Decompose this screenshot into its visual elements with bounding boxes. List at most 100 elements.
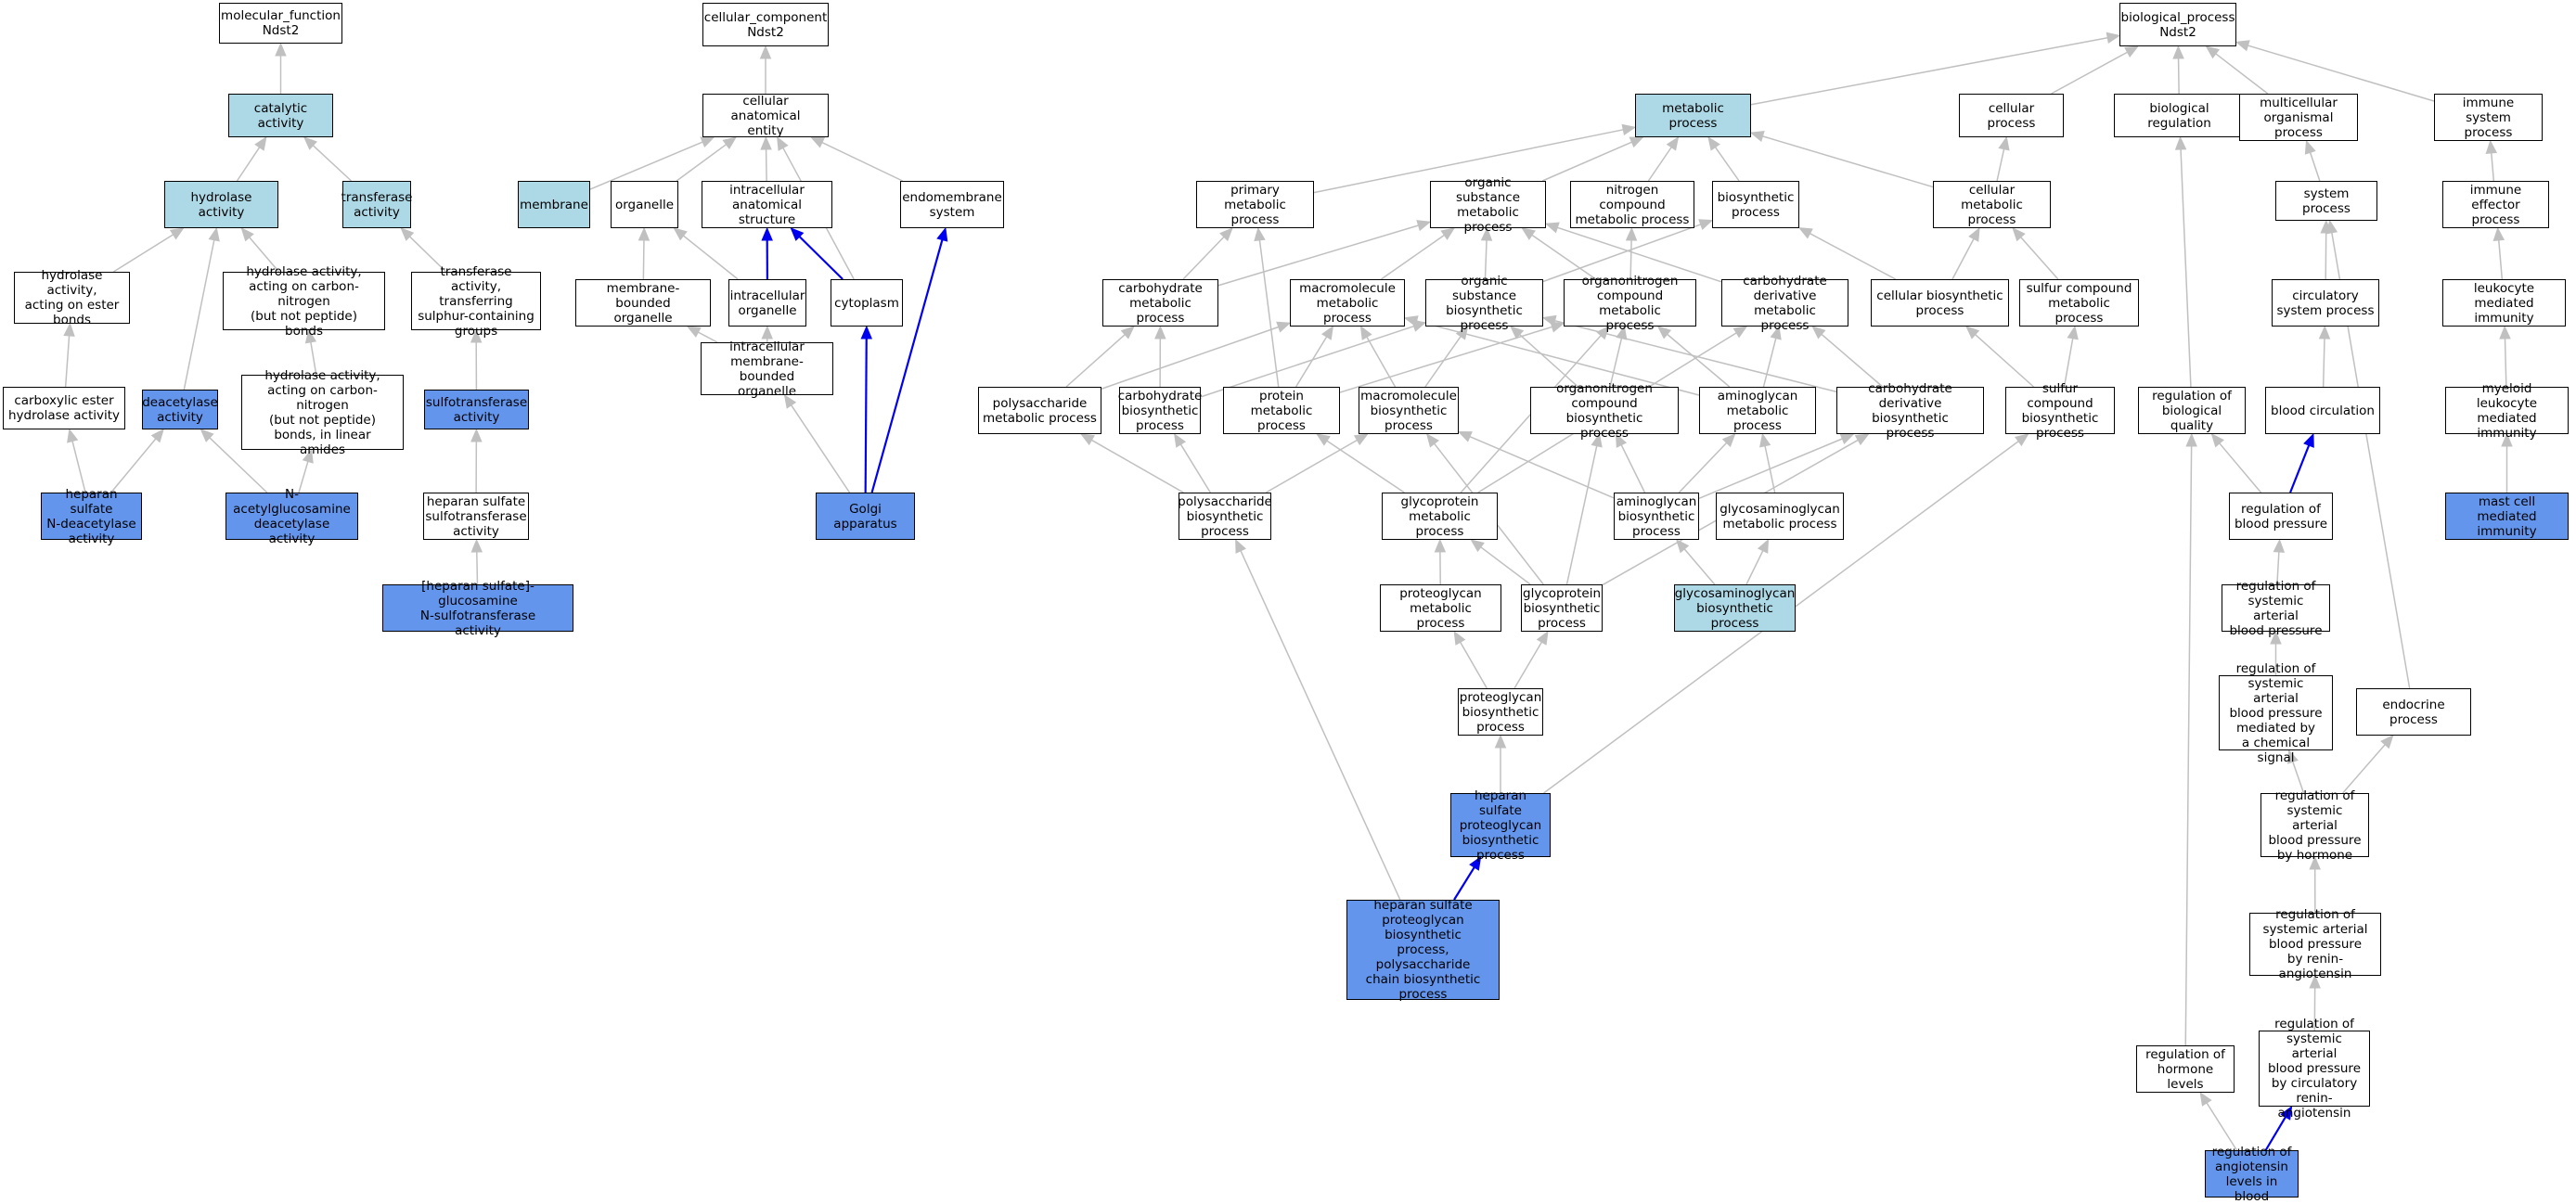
go-term-node-hs-sulfotransferase[interactable]: heparan sulfate sulfotransferase activit… [423, 493, 529, 540]
go-term-node-carb-deriv-met[interactable]: carbohydrate derivative metabolic proces… [1721, 279, 1848, 327]
go-term-node-sulfur-bio[interactable]: sulfur compound biosynthetic process [2005, 387, 2115, 434]
go-term-node-deacetylase[interactable]: deacetylase activity [142, 390, 218, 429]
go-term-node-carb-deriv-bio[interactable]: carbohydrate derivative biosynthetic pro… [1836, 387, 1984, 434]
go-term-node-macro-bio[interactable]: macromolecule biosynthetic process [1359, 387, 1459, 434]
go-term-node-org-sub-bio[interactable]: organic substance biosynthetic process [1425, 279, 1543, 327]
go-term-node-proteoglycan-met[interactable]: proteoglycan metabolic process [1380, 584, 1501, 632]
go-term-node-nacetylglucosamine[interactable]: N-acetylglucosamine deacetylase activity [225, 493, 358, 540]
go-term-node-reg-bp[interactable]: regulation of blood pressure [2229, 493, 2333, 540]
go-term-node-organonit-met[interactable]: organonitrogen compound metabolic proces… [1564, 279, 1696, 327]
go-term-node-system-proc[interactable]: system process [2275, 181, 2377, 221]
go-term-label: regulation of systemic arterial blood pr… [2265, 788, 2364, 863]
go-term-node-immune-sys[interactable]: immune system process [2434, 94, 2543, 141]
go-term-node-gag-bio[interactable]: glycosaminoglycan biosynthetic process [1674, 584, 1796, 632]
go-term-node-catalytic[interactable]: catalytic activity [228, 94, 333, 137]
go-term-node-membrane[interactable]: membrane [518, 181, 590, 228]
go-term-node-circ-sys[interactable]: circulatory system process [2272, 279, 2379, 327]
go-term-label: glycosaminoglycan biosynthetic process [1675, 586, 1796, 631]
go-term-node-primary-met[interactable]: primary metabolic process [1196, 181, 1314, 228]
go-term-node-organelle[interactable]: organelle [611, 181, 678, 228]
edge-reg_angiotensin-to-reg_hormone [2207, 1103, 2236, 1150]
go-term-node-hspg-polysac[interactable]: heparan sulfate proteoglycan biosyntheti… [1346, 900, 1500, 1000]
go-term-node-immune-eff[interactable]: immune effector process [2442, 181, 2549, 228]
arrowhead-system_proc-to-multicell [2305, 141, 2314, 154]
go-term-node-carb-bio[interactable]: carbohydrate biosynthetic process [1119, 387, 1201, 434]
go-term-node-org-sub-met[interactable]: organic substance metabolic process [1430, 181, 1546, 228]
go-term-label: endomembrane system [902, 190, 1002, 220]
go-term-node-reg-sabp[interactable]: regulation of systemic arterial blood pr… [2222, 584, 2330, 632]
go-term-node-myeloid[interactable]: myeloid leukocyte mediated immunity [2445, 387, 2569, 434]
go-term-node-aminoglycan-bio[interactable]: aminoglycan biosynthetic process [1614, 493, 1699, 540]
arrowhead-carb_deriv_bio-to-org_sub_bio [1543, 315, 1556, 326]
go-term-node-carbox-ester[interactable]: carboxylic ester hydrolase activity [3, 387, 125, 429]
go-term-node-cytoplasm[interactable]: cytoplasm [831, 279, 903, 327]
go-term-node-reg-bio-quality[interactable]: regulation of biological quality [2138, 387, 2246, 434]
go-term-node-proteoglycan-bio[interactable]: proteoglycan biosynthetic process [1458, 688, 1543, 736]
go-term-node-hyd-ester[interactable]: hydrolase activity, acting on ester bond… [14, 272, 130, 324]
arrowhead-polysac_bio-to-macro_bio [1355, 434, 1368, 444]
arrowhead-endocrine-to-system_proc [2326, 221, 2337, 234]
go-term-node-mf-root[interactable]: molecular_function Ndst2 [219, 3, 342, 44]
go-term-node-reg-sabp-hormone[interactable]: regulation of systemic arterial blood pr… [2260, 793, 2369, 857]
go-term-node-trans-sulfur[interactable]: transferase activity, transferring sulph… [411, 272, 541, 330]
go-term-node-ias[interactable]: intracellular anatomical structure [702, 181, 832, 228]
go-term-label: aminoglycan metabolic process [1704, 389, 1811, 433]
go-term-node-polysac-met[interactable]: polysaccharide metabolic process [978, 387, 1101, 434]
go-term-label: macromolecule metabolic process [1294, 281, 1400, 326]
arrowhead-carb_bio-to-carb_met [1155, 327, 1166, 339]
go-term-node-protein-met[interactable]: protein metabolic process [1223, 387, 1340, 434]
go-term-node-hyd-cn[interactable]: hydrolase activity, acting on carbon-nit… [223, 272, 385, 330]
go-term-node-bp-root[interactable]: biological_process Ndst2 [2119, 3, 2236, 46]
go-term-node-cell-bio[interactable]: cellular biosynthetic process [1871, 279, 2009, 327]
go-term-node-hs-ndeacetylase[interactable]: heparan sulfate N-deacetylase activity [41, 493, 142, 540]
edge-system_proc-to-multicell [2311, 152, 2320, 181]
go-term-node-intra-org[interactable]: intracellular organelle [728, 279, 806, 327]
go-term-label: proteoglycan biosynthetic process [1460, 690, 1542, 735]
go-term-node-cc-root[interactable]: cellular_component Ndst2 [702, 3, 829, 46]
go-term-node-reg-sabp-ra[interactable]: regulation of systemic arterial blood pr… [2249, 913, 2381, 976]
go-term-node-imbo[interactable]: intracellular membrane-bounded organelle [701, 342, 833, 395]
go-term-node-reg-angiotensin[interactable]: regulation of angiotensin levels in bloo… [2205, 1150, 2299, 1198]
go-term-label: polysaccharide metabolic process [983, 396, 1097, 426]
edge-cell_met-to-cellular_process [1997, 149, 2004, 181]
arrowhead-reg_hormone-to-reg_bio_quality [2186, 434, 2196, 446]
go-term-node-macro-met[interactable]: macromolecule metabolic process [1290, 279, 1405, 327]
go-term-node-glycoprotein-bio[interactable]: glycoprotein biosynthetic process [1521, 584, 1603, 632]
go-term-node-sulfotransferase[interactable]: sulfotransferase activity [424, 390, 529, 429]
go-term-node-reg-sabp-cra[interactable]: regulation of systemic arterial blood pr… [2259, 1031, 2370, 1107]
go-term-node-sulfur-met[interactable]: sulfur compound metabolic process [2019, 279, 2139, 327]
go-term-node-glycoprotein-met[interactable]: glycoprotein metabolic process [1382, 493, 1498, 540]
go-term-node-hyd-cn-linear[interactable]: hydrolase activity, acting on carbon-nit… [241, 375, 404, 450]
go-term-node-cae[interactable]: cellular anatomical entity [702, 94, 829, 137]
go-term-node-hydrolase[interactable]: hydrolase activity [164, 181, 278, 228]
go-term-node-leuk-imm[interactable]: leukocyte mediated immunity [2442, 279, 2566, 327]
go-term-node-biosynthetic[interactable]: biosynthetic process [1712, 181, 1799, 228]
go-term-label: organic substance biosynthetic process [1430, 274, 1539, 333]
go-term-node-hspg-bio[interactable]: heparan sulfate proteoglycan biosyntheti… [1450, 793, 1551, 857]
go-term-node-cell-met[interactable]: cellular metabolic process [1933, 181, 2051, 228]
go-term-node-polysac-bio[interactable]: polysaccharide biosynthetic process [1179, 493, 1271, 540]
go-term-node-nitrogen-met[interactable]: nitrogen compound metabolic process [1570, 181, 1694, 228]
go-term-node-organonit-bio[interactable]: organonitrogen compound biosynthetic pro… [1530, 387, 1679, 434]
go-term-node-reg-hormone[interactable]: regulation of hormone levels [2136, 1045, 2235, 1093]
go-term-node-endocrine[interactable]: endocrine process [2356, 688, 2471, 736]
go-term-node-aminoglycan-met[interactable]: aminoglycan metabolic process [1699, 387, 1816, 434]
edge-glycoprotein_bio-to-organonit_bio [1567, 446, 1597, 584]
go-term-node-golgi[interactable]: Golgi apparatus [816, 493, 915, 540]
go-term-node-reg-sabp-chem[interactable]: regulation of systemic arterial blood pr… [2219, 675, 2333, 750]
arrowhead-proteoglycan_bio-to-proteoglycan_met [1454, 632, 1464, 645]
edge-sulfur_bio-to-cell_bio [1976, 335, 2034, 387]
go-term-node-gag-met[interactable]: glycosaminoglycan metabolic process [1716, 493, 1844, 540]
go-term-node-mast-cell[interactable]: mast cell mediated immunity [2445, 493, 2569, 540]
go-term-node-multicell[interactable]: multicellular organismal process [2239, 94, 2358, 141]
go-term-node-mbo[interactable]: membrane-bounded organelle [575, 279, 711, 327]
go-term-node-blood-circ[interactable]: blood circulation [2265, 387, 2380, 434]
go-term-node-bio-reg[interactable]: biological regulation [2114, 94, 2245, 137]
go-term-node-metabolic[interactable]: metabolic process [1635, 94, 1751, 137]
go-term-node-transferase[interactable]: transferase activity [342, 181, 411, 228]
arrowhead-imbo-to-mbo [688, 327, 701, 337]
go-term-node-cellular-process[interactable]: cellular process [1959, 94, 2064, 137]
go-term-node-hs-glucosamine[interactable]: [heparan sulfate]-glucosamine N-sulfotra… [382, 584, 573, 632]
go-term-node-carb-met[interactable]: carbohydrate metabolic process [1102, 279, 1218, 327]
go-term-node-endomembrane[interactable]: endomembrane system [900, 181, 1004, 228]
